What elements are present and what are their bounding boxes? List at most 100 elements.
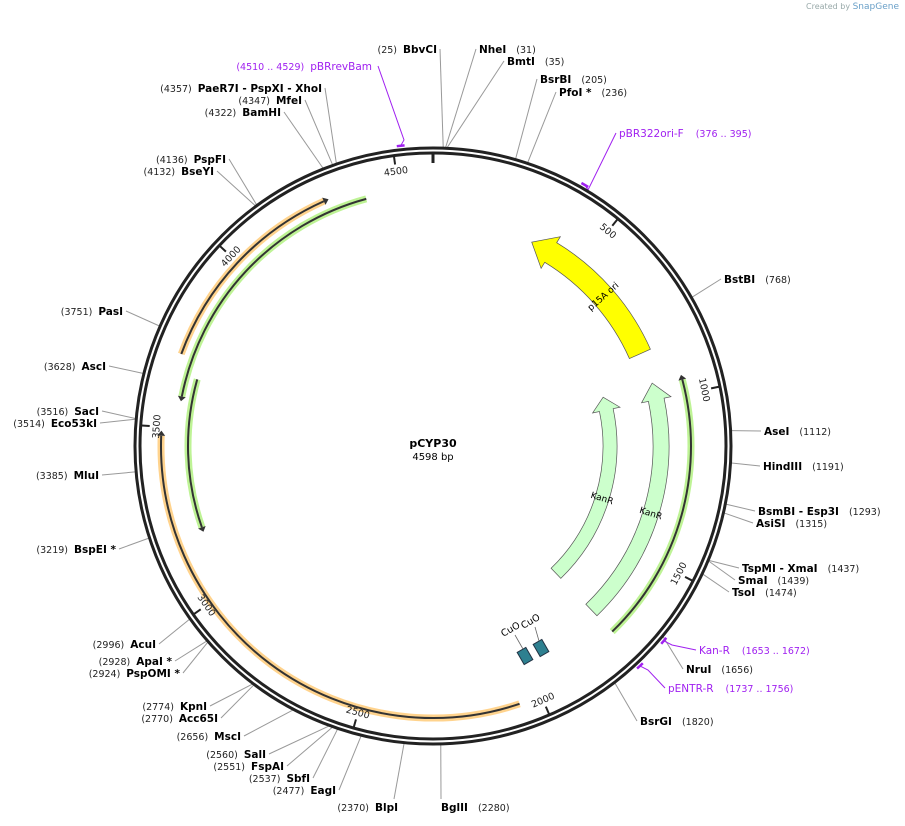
enzyme-name: EagI (310, 785, 336, 797)
enzyme-site[interactable]: (2924)PspOMI * (89, 668, 181, 680)
enzyme-site[interactable]: (2477)EagI (273, 785, 336, 797)
enzyme-site[interactable]: BsrBI(205) (540, 74, 607, 86)
enzyme-site[interactable]: (4136)PspFI (156, 154, 226, 166)
enzyme-site[interactable]: BsrGI(1820) (640, 716, 714, 728)
enzyme-name: BglII (441, 802, 468, 814)
enzyme-position: (1656) (721, 665, 753, 676)
enzyme-site[interactable]: (2551)FspAI (213, 761, 284, 773)
enzyme-site[interactable]: NruI (1656) (686, 664, 753, 676)
feature-line[interactable] (160, 435, 520, 719)
enzyme-site[interactable]: TspMI - XmaI(1437) (742, 563, 859, 575)
primer-leader-line (584, 132, 617, 192)
enzyme-position: (2370) (337, 803, 369, 814)
feature-arrow-p15a-ori[interactable] (531, 236, 651, 360)
leader-line (731, 462, 761, 467)
leader-line (515, 78, 538, 159)
primer-mark[interactable] (636, 662, 644, 670)
leader-line (209, 683, 253, 707)
leader-line (446, 60, 505, 148)
enzyme-position: (3385) (36, 471, 68, 482)
snapgene-credit: Created by SnapGene (806, 2, 899, 12)
feature-arrow-kanr[interactable] (585, 382, 672, 617)
enzyme-site[interactable]: (3751)PasI (61, 306, 123, 318)
tick-mark (544, 706, 550, 715)
feature-arrow-kanr[interactable] (550, 396, 621, 579)
enzyme-site[interactable]: SmaI(1439) (738, 575, 809, 587)
enzyme-site[interactable]: (2537)SbfI (249, 773, 310, 785)
enzyme-site[interactable]: (4347)MfeI (238, 95, 302, 107)
primer-name: pENTR-R (668, 683, 714, 695)
enzyme-position: (2551) (213, 762, 245, 773)
enzyme-site[interactable]: (2996)AcuI (93, 639, 156, 651)
leader-line (125, 310, 160, 327)
enzyme-site[interactable]: AseI(1112) (764, 426, 831, 438)
enzyme-site[interactable]: AsiSI(1315) (756, 518, 827, 530)
enzyme-position: (3219) (36, 545, 68, 556)
enzyme-site[interactable]: (3628)AscI (44, 361, 106, 373)
leader-line (312, 729, 338, 779)
enzyme-site[interactable]: (2560)SalI (206, 749, 266, 761)
leader-line (692, 278, 722, 298)
enzyme-name: BsrGI (640, 716, 672, 728)
tick-mark (219, 245, 227, 253)
enzyme-site[interactable]: (3516) SacI (37, 406, 99, 418)
leader-line (268, 725, 329, 755)
enzyme-site[interactable]: (3385)MluI (36, 470, 99, 482)
enzyme-site[interactable]: HindIII (1191) (763, 461, 844, 473)
primer-leader-line (639, 665, 666, 689)
feature-line[interactable] (611, 379, 692, 633)
primer-leader-line (663, 640, 697, 651)
enzyme-site[interactable]: BsmBI - Esp3I(1293) (758, 506, 881, 518)
enzyme-site[interactable]: (25)BbvCI (378, 44, 438, 56)
feature-line[interactable] (187, 379, 203, 528)
enzyme-site[interactable]: (2928)ApaI * (99, 656, 173, 668)
enzyme-site[interactable]: (4322)BamHI (205, 107, 281, 119)
primer-mark[interactable] (580, 181, 589, 189)
enzyme-site[interactable]: TsoI(1474) (732, 587, 797, 599)
feature-line[interactable] (180, 200, 325, 355)
feature-arrowhead-icon (322, 197, 329, 205)
enzyme-name: HindIII (763, 461, 802, 473)
primer-label[interactable]: (4510 .. 4529)pBRrevBam (236, 61, 372, 73)
enzyme-site[interactable]: PfoI *(236) (559, 87, 627, 99)
enzyme-site[interactable]: (2370)BlpI (337, 802, 398, 814)
enzyme-site[interactable]: NheI(31) (479, 44, 536, 56)
enzyme-name: Acc65I (179, 713, 218, 725)
enzyme-position: (1112) (799, 427, 831, 438)
enzyme-site[interactable]: BstBI(768) (724, 274, 791, 286)
leader-line (324, 87, 337, 164)
primer-label[interactable]: pENTR-R(1737 .. 1756) (668, 683, 793, 695)
snapgene-logo: SnapGene (852, 2, 899, 12)
enzyme-name: NruI (686, 664, 711, 676)
enzyme-site[interactable]: (4132)BseYI (144, 166, 214, 178)
enzyme-site[interactable]: (2774)KpnI (142, 701, 207, 713)
enzyme-name: SalI (244, 749, 266, 761)
primer-label[interactable]: pBR322ori-F(376 .. 395) (619, 128, 751, 140)
enzyme-name: SmaI (738, 575, 768, 587)
leader-lines (99, 48, 762, 800)
enzyme-position: (3516) (37, 407, 69, 418)
enzyme-name: PspOMI * (126, 668, 180, 680)
enzyme-name: BmtI (507, 56, 535, 68)
enzyme-site[interactable]: (3219)BspEI * (36, 544, 116, 556)
credit-prefix: Created by (806, 2, 851, 11)
enzyme-site[interactable]: (3514)Eco53kI (13, 418, 97, 430)
enzyme-position: (1191) (812, 462, 844, 473)
leader-line (286, 727, 333, 767)
enzyme-site[interactable]: (2656)MscI (177, 731, 241, 743)
feature-arrowhead-icon (157, 430, 166, 436)
primer-label[interactable]: Kan-R(1653 .. 1672) (699, 645, 810, 657)
enzyme-site[interactable]: BmtI(35) (507, 56, 564, 68)
primer-name: pBR322ori-F (619, 128, 684, 140)
enzyme-name: Eco53kI (51, 418, 97, 430)
enzyme-site[interactable]: (2770)Acc65I (141, 713, 218, 725)
enzyme-site[interactable]: (4357)PaeR7I - PspXI - XhoI (160, 83, 322, 95)
feature-line[interactable] (180, 197, 367, 397)
primer-mark[interactable] (660, 636, 668, 645)
enzyme-name: PaeR7I - PspXI - XhoI (198, 83, 322, 95)
enzyme-site[interactable]: BglII(2280) (441, 802, 510, 814)
leader-line (439, 48, 444, 148)
operator-box[interactable] (532, 638, 550, 658)
enzyme-name: SacI (74, 406, 99, 418)
operator-box[interactable] (516, 646, 534, 666)
